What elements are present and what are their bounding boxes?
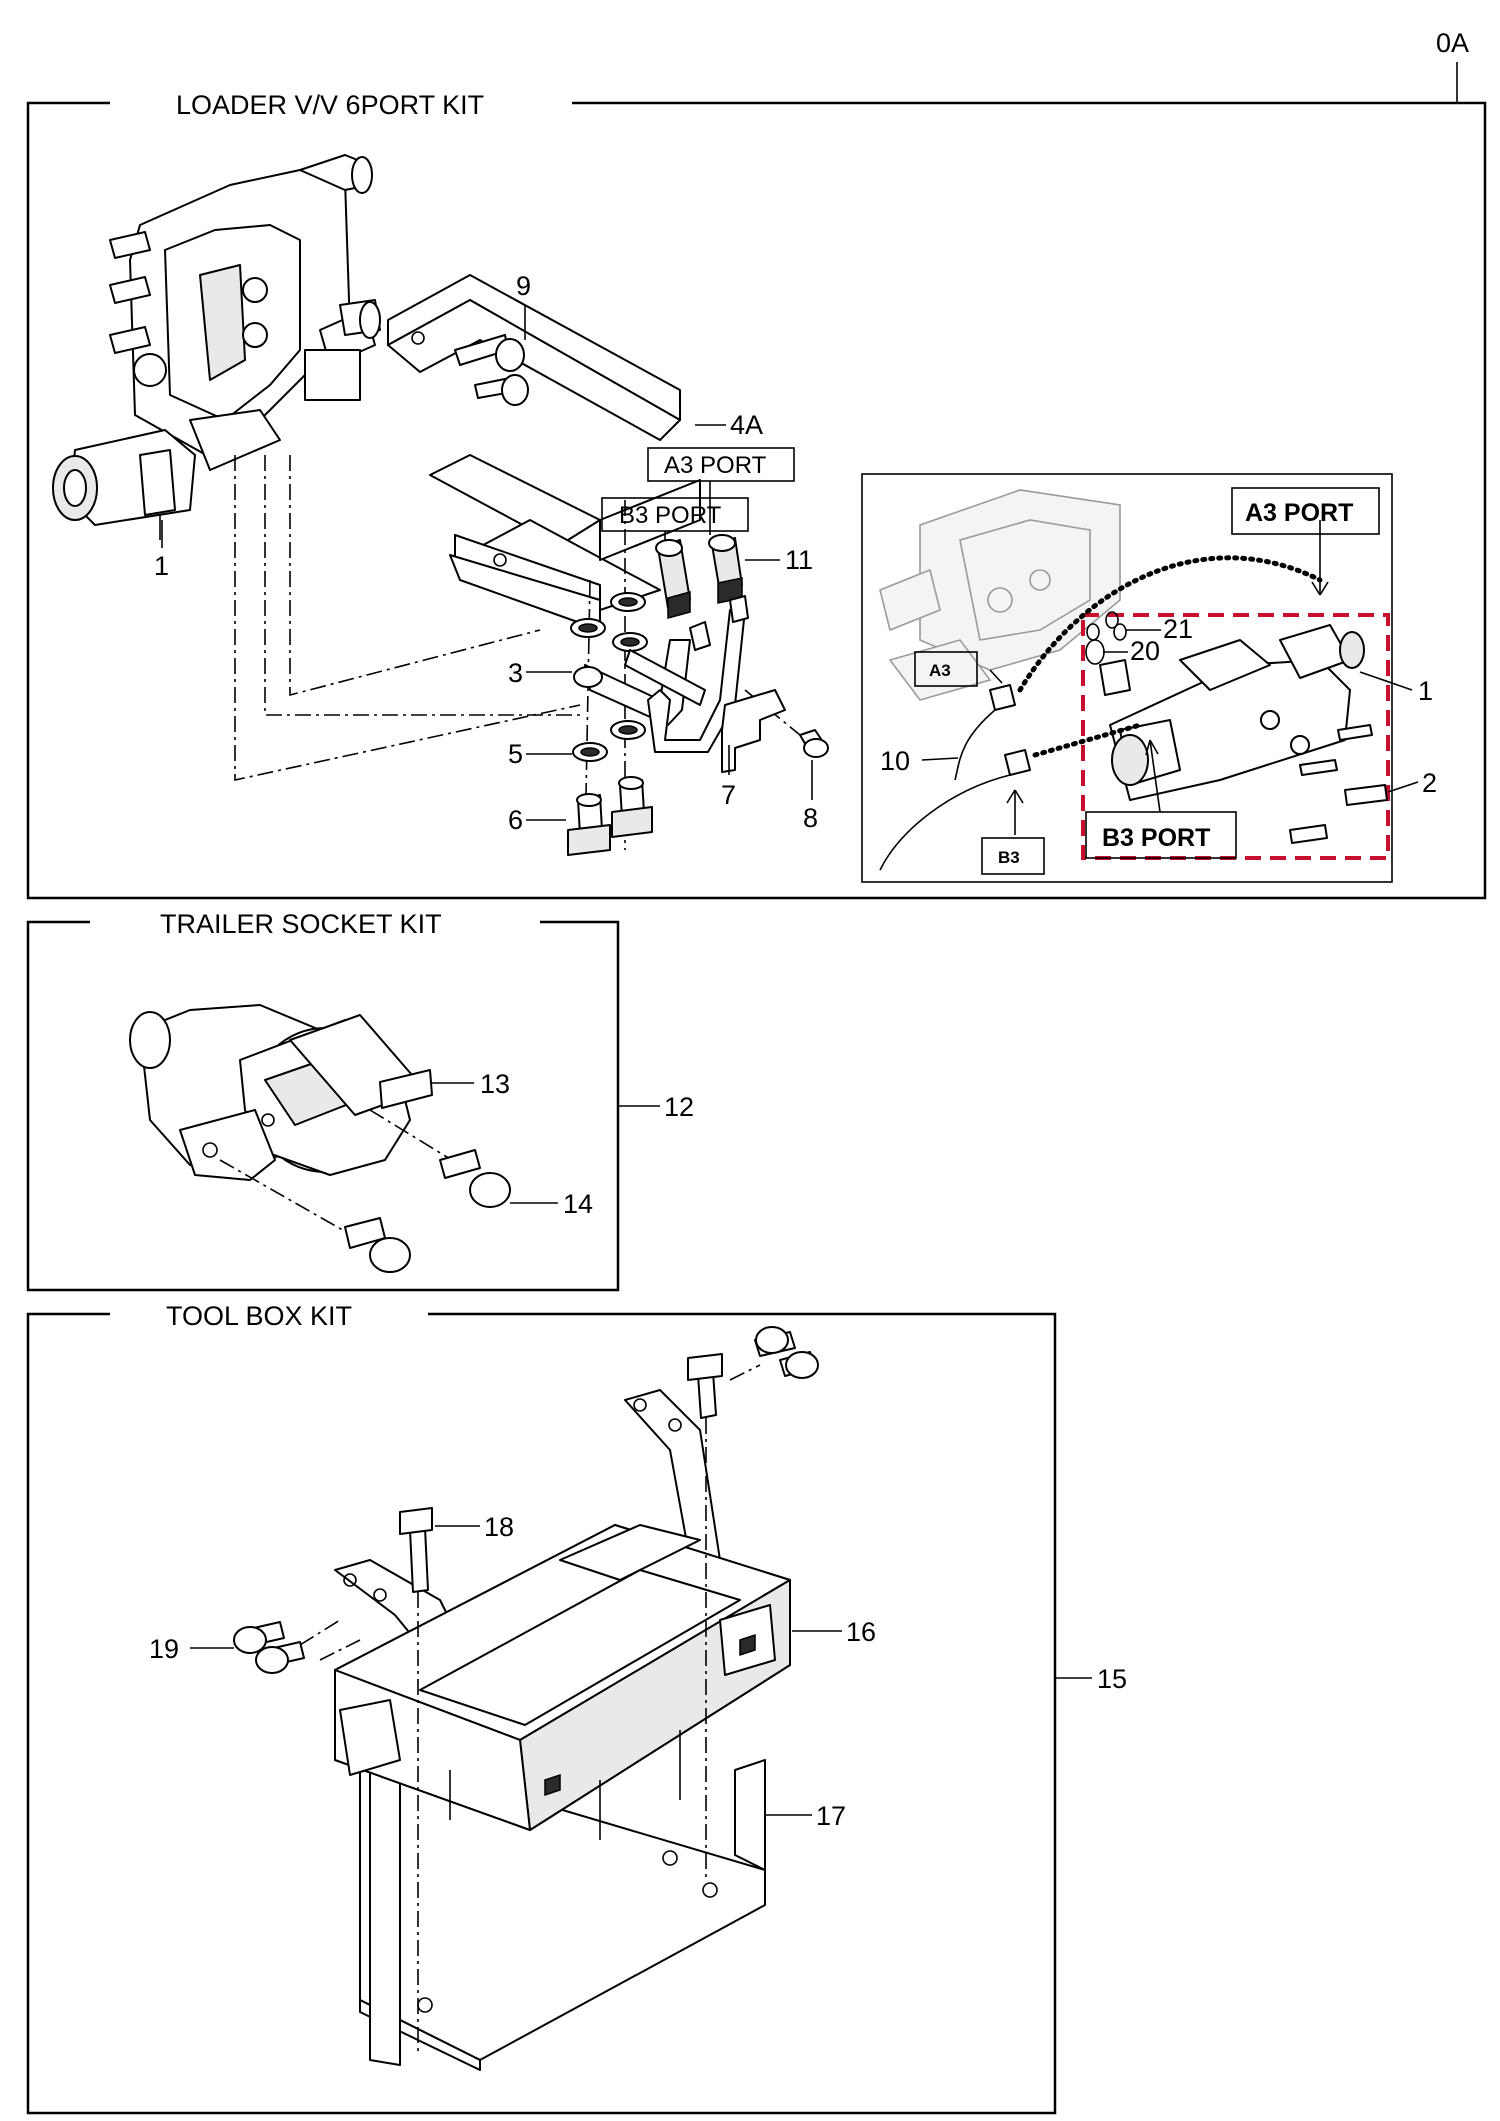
toolbox-kit-frame: TOOL BOX KIT — [26, 1301, 1057, 2115]
toolbox-kit-title: TOOL BOX KIT — [166, 1301, 352, 1331]
callout-part-9: 9 — [516, 271, 531, 301]
hose-tube-assembly — [573, 595, 749, 753]
callout-part-17: 17 — [816, 1801, 846, 1831]
trailer-kit-title: TRAILER SOCKET KIT — [160, 909, 442, 939]
callout-part-14: 14 — [563, 1189, 593, 1219]
clamp-bolt — [799, 729, 829, 758]
callout-part-13: 13 — [480, 1069, 510, 1099]
svg-text:A3: A3 — [929, 661, 951, 680]
b3-port-label-box: B3 PORT — [601, 497, 749, 532]
svg-text:B3 PORT: B3 PORT — [1102, 824, 1210, 852]
callout-part-1-inset: 1 — [1418, 676, 1433, 706]
tube-clamp — [721, 689, 786, 773]
callout-part-3: 3 — [508, 658, 523, 688]
inset-a3-port-label: A3 PORT — [1231, 487, 1380, 535]
sheet-reference: 0A — [1436, 28, 1469, 58]
trailer-socket-bolts — [344, 1149, 511, 1273]
callout-part-10: 10 — [880, 746, 910, 776]
loader-control-valve — [52, 154, 381, 540]
inset-b3-connector-label: B3 — [981, 837, 1045, 875]
banjo-bolts — [567, 776, 653, 856]
callout-part-2: 2 — [1422, 768, 1437, 798]
inset-a3-connector-label: A3 — [914, 651, 978, 687]
toolbox-bolts — [233, 1326, 819, 2055]
trailer-kit-frame: TRAILER SOCKET KIT — [26, 909, 620, 1292]
wiring-detail-inset — [861, 473, 1393, 883]
callout-part-5: 5 — [508, 739, 523, 769]
callout-part-21: 21 — [1163, 614, 1193, 644]
callout-part-7: 7 — [721, 780, 736, 810]
loader-kit-title: LOADER V/V 6PORT KIT — [176, 90, 484, 120]
svg-text:A3 PORT: A3 PORT — [664, 452, 767, 479]
callout-part-1: 1 — [154, 551, 169, 581]
callout-part-19: 19 — [149, 1634, 179, 1664]
svg-text:B3: B3 — [998, 848, 1020, 867]
svg-text:B3 PORT: B3 PORT — [619, 502, 722, 529]
callout-part-11: 11 — [785, 545, 813, 575]
inset-b3-port-label: B3 PORT — [1085, 811, 1237, 859]
bracket-bolts — [454, 334, 529, 406]
callout-part-6: 6 — [508, 805, 523, 835]
a3-port-label-box: A3 PORT — [647, 447, 795, 482]
trailer-socket — [129, 1004, 461, 1241]
callout-part-15: 15 — [1097, 1664, 1127, 1694]
callout-part-20: 20 — [1130, 636, 1160, 666]
callout-part-18: 18 — [484, 1512, 514, 1542]
sealing-washers — [570, 592, 648, 762]
callout-part-4a: 4A — [730, 410, 763, 440]
svg-text:A3 PORT: A3 PORT — [1245, 499, 1353, 527]
callout-part-8: 8 — [803, 803, 818, 833]
quick-couplers — [655, 534, 743, 619]
loader-valve-bracket — [387, 274, 701, 631]
callout-part-12: 12 — [664, 1092, 694, 1122]
loader-kit-frame: LOADER V/V 6PORT KIT — [26, 90, 1487, 900]
callout-part-16: 16 — [846, 1617, 876, 1647]
tool-box — [334, 1524, 791, 1840]
